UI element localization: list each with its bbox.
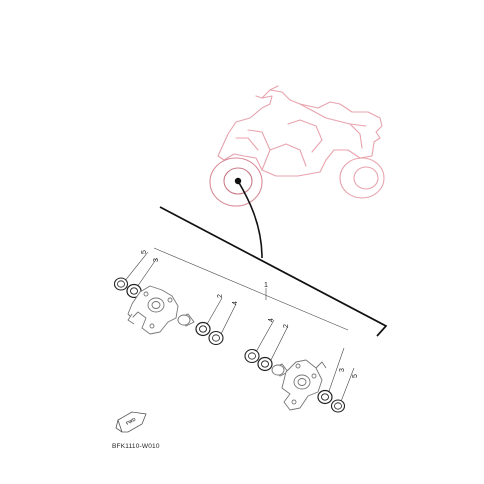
callout-3-right: 3: [339, 368, 346, 372]
bearing-2-left: [195, 321, 211, 337]
seal-4-left: [208, 330, 224, 346]
bearing-2-right: [257, 356, 273, 372]
callout-1: 1: [264, 282, 268, 289]
callout-2-right: 2: [283, 324, 290, 328]
callout-4-right: 4: [268, 318, 275, 322]
callout-4-left: 4: [232, 301, 239, 305]
atv-illustration: [209, 85, 385, 207]
knuckle-right: [281, 359, 327, 411]
callout-5-left: 5: [141, 250, 148, 254]
leader-lines: [123, 247, 355, 405]
hub-leader-curve: [237, 180, 263, 259]
drawing-code: BFK1110-W010: [112, 443, 160, 450]
spacer-right: [271, 363, 289, 377]
fwd-arrow-icon: FWD: [115, 411, 147, 433]
seal-5-left: [113, 277, 129, 291]
fwd-label: FWD: [125, 416, 137, 426]
assembly-bracket: [159, 206, 388, 337]
callout-5-right: 5: [352, 374, 359, 378]
knuckle-left: [127, 285, 179, 335]
callout-3-left: 3: [153, 258, 160, 262]
seal-5-right: [330, 399, 346, 413]
callout-labels: 1 5 3 2 4 4 2 3 5: [141, 250, 359, 378]
seal-4-right: [244, 348, 260, 364]
callout-2-left: 2: [217, 294, 224, 298]
hub-callout: [234, 177, 263, 259]
spacer-left: [177, 313, 195, 327]
bearing-3-right: [317, 389, 333, 405]
